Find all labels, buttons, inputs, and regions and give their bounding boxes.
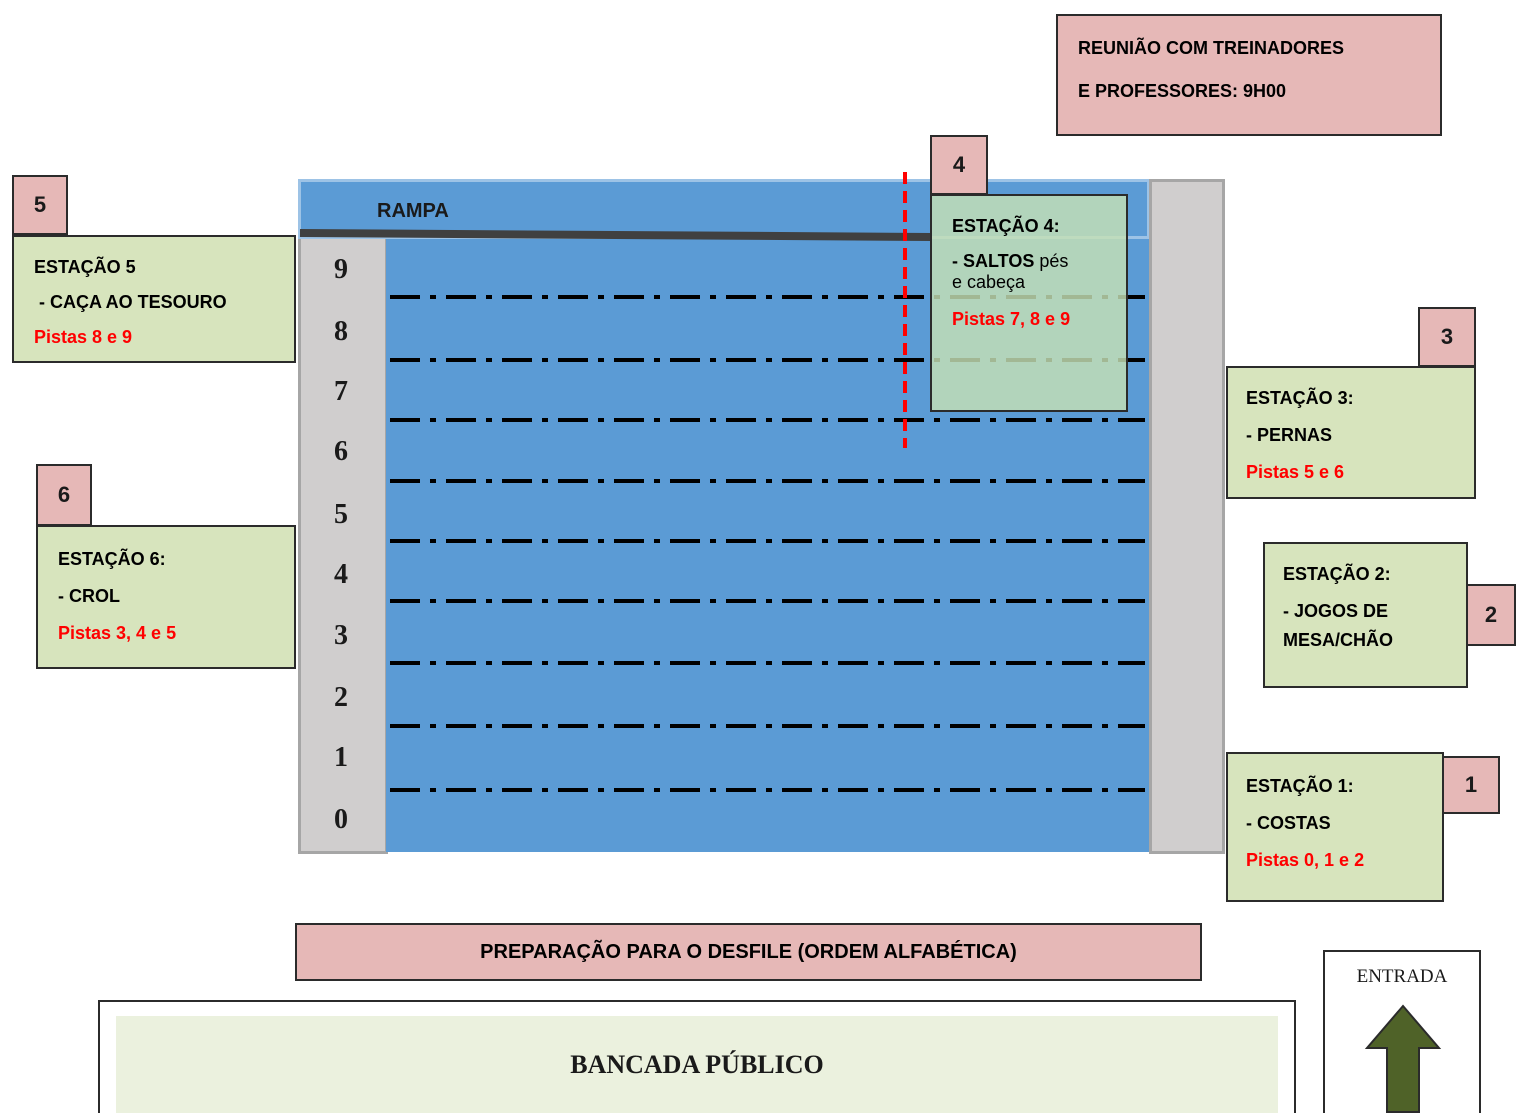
lane-number-3: 3 <box>334 620 348 651</box>
station-4-activity-bold: - SALTOS <box>952 251 1035 271</box>
meeting-line-2: E PROFESSORES: 9H00 <box>1078 81 1287 101</box>
station-3-box: ESTAÇÃO 3: - PERNAS Pistas 5 e 6 <box>1226 366 1476 499</box>
stands-label: BANCADA PÚBLICO <box>570 1049 824 1079</box>
entrance-box: ENTRADA <box>1323 950 1481 1113</box>
lane-number-5: 5 <box>334 499 348 530</box>
station-4-title: ESTAÇÃO 4: <box>952 216 1060 236</box>
arrow-up-icon <box>1364 1004 1442 1113</box>
station-3-number: 3 <box>1440 324 1454 349</box>
station-1-title: ESTAÇÃO 1: <box>1246 776 1354 796</box>
station-4-activity-rest: pés <box>1034 251 1069 271</box>
station-3-title: ESTAÇÃO 3: <box>1246 388 1354 408</box>
station-5-lanes: Pistas 8 e 9 <box>34 327 133 347</box>
station-3-activity: - PERNAS <box>1246 425 1333 445</box>
stands-inner: BANCADA PÚBLICO <box>116 1016 1278 1113</box>
parade-prep-box: PREPARAÇÃO PARA O DESFILE (ORDEM ALFABÉT… <box>295 923 1202 981</box>
lane-number-2: 2 <box>334 682 348 713</box>
station-4-lanes: Pistas 7, 8 e 9 <box>952 309 1071 329</box>
stands-outer: BANCADA PÚBLICO <box>98 1000 1296 1113</box>
station-5-activity: - CAÇA AO TESOURO <box>34 292 227 312</box>
lane-number-7: 7 <box>334 376 348 407</box>
station-1-number: 1 <box>1464 772 1478 797</box>
station-5-number: 5 <box>33 192 47 217</box>
pool-left-deck <box>298 236 388 854</box>
station-1-tag: 1 <box>1442 756 1500 814</box>
station-5-box: ESTAÇÃO 5 - CAÇA AO TESOURO Pistas 8 e 9 <box>12 235 296 363</box>
meeting-box: REUNIÃO COM TREINADORES E PROFESSORES: 9… <box>1056 14 1442 136</box>
station-5-title: ESTAÇÃO 5 <box>34 257 136 277</box>
station-2-activity-line2: MESA/CHÃO <box>1283 630 1394 650</box>
station-6-lanes: Pistas 3, 4 e 5 <box>58 623 177 643</box>
lane-number-8: 8 <box>334 316 348 347</box>
parade-prep-label: PREPARAÇÃO PARA O DESFILE (ORDEM ALFABÉT… <box>480 940 1017 963</box>
station-6-title: ESTAÇÃO 6: <box>58 549 166 569</box>
station-2-number: 2 <box>1484 602 1498 627</box>
station-2-box: ESTAÇÃO 2: - JOGOS DE MESA/CHÃO <box>1263 542 1468 688</box>
station-6-number: 6 <box>57 482 71 507</box>
station-3-tag: 3 <box>1418 307 1476 367</box>
lane-number-0: 0 <box>334 804 348 835</box>
station-6-box: ESTAÇÃO 6: - CROL Pistas 3, 4 e 5 <box>36 525 296 669</box>
ramp-label: RAMPA <box>377 200 449 222</box>
station-1-activity: - COSTAS <box>1246 813 1331 833</box>
pool-right-deck <box>1149 179 1225 854</box>
station-1-box: ESTAÇÃO 1: - COSTAS Pistas 0, 1 e 2 <box>1226 752 1444 902</box>
meeting-line-1: REUNIÃO COM TREINADORES <box>1078 38 1345 58</box>
station-3-lanes: Pistas 5 e 6 <box>1246 462 1345 482</box>
station-4-activity: - SALTOS pés <box>952 251 1126 272</box>
lane-number-9: 9 <box>334 254 348 285</box>
station-5-tag: 5 <box>12 175 68 235</box>
lane-number-4: 4 <box>334 559 348 590</box>
lane-numbers: 9 8 7 6 5 4 3 2 1 0 <box>298 236 388 854</box>
station-4-number: 4 <box>952 152 966 177</box>
station-4-tag: 4 <box>930 135 988 195</box>
station-2-tag: 2 <box>1466 584 1516 646</box>
station-6-activity: - CROL <box>58 586 120 606</box>
lane-number-6: 6 <box>334 436 348 467</box>
lane-number-1: 1 <box>334 742 348 773</box>
station-4-activity-line2: e cabeça <box>952 272 1026 292</box>
station-2-title: ESTAÇÃO 2: <box>1283 564 1391 584</box>
station-1-lanes: Pistas 0, 1 e 2 <box>1246 850 1365 870</box>
station-6-tag: 6 <box>36 464 92 526</box>
entrance-label: ENTRADA <box>1356 966 1448 987</box>
station-4-box: ESTAÇÃO 4: - SALTOS pés e cabeça Pistas … <box>930 194 1128 412</box>
station-2-activity-line1: - JOGOS DE <box>1283 601 1389 621</box>
